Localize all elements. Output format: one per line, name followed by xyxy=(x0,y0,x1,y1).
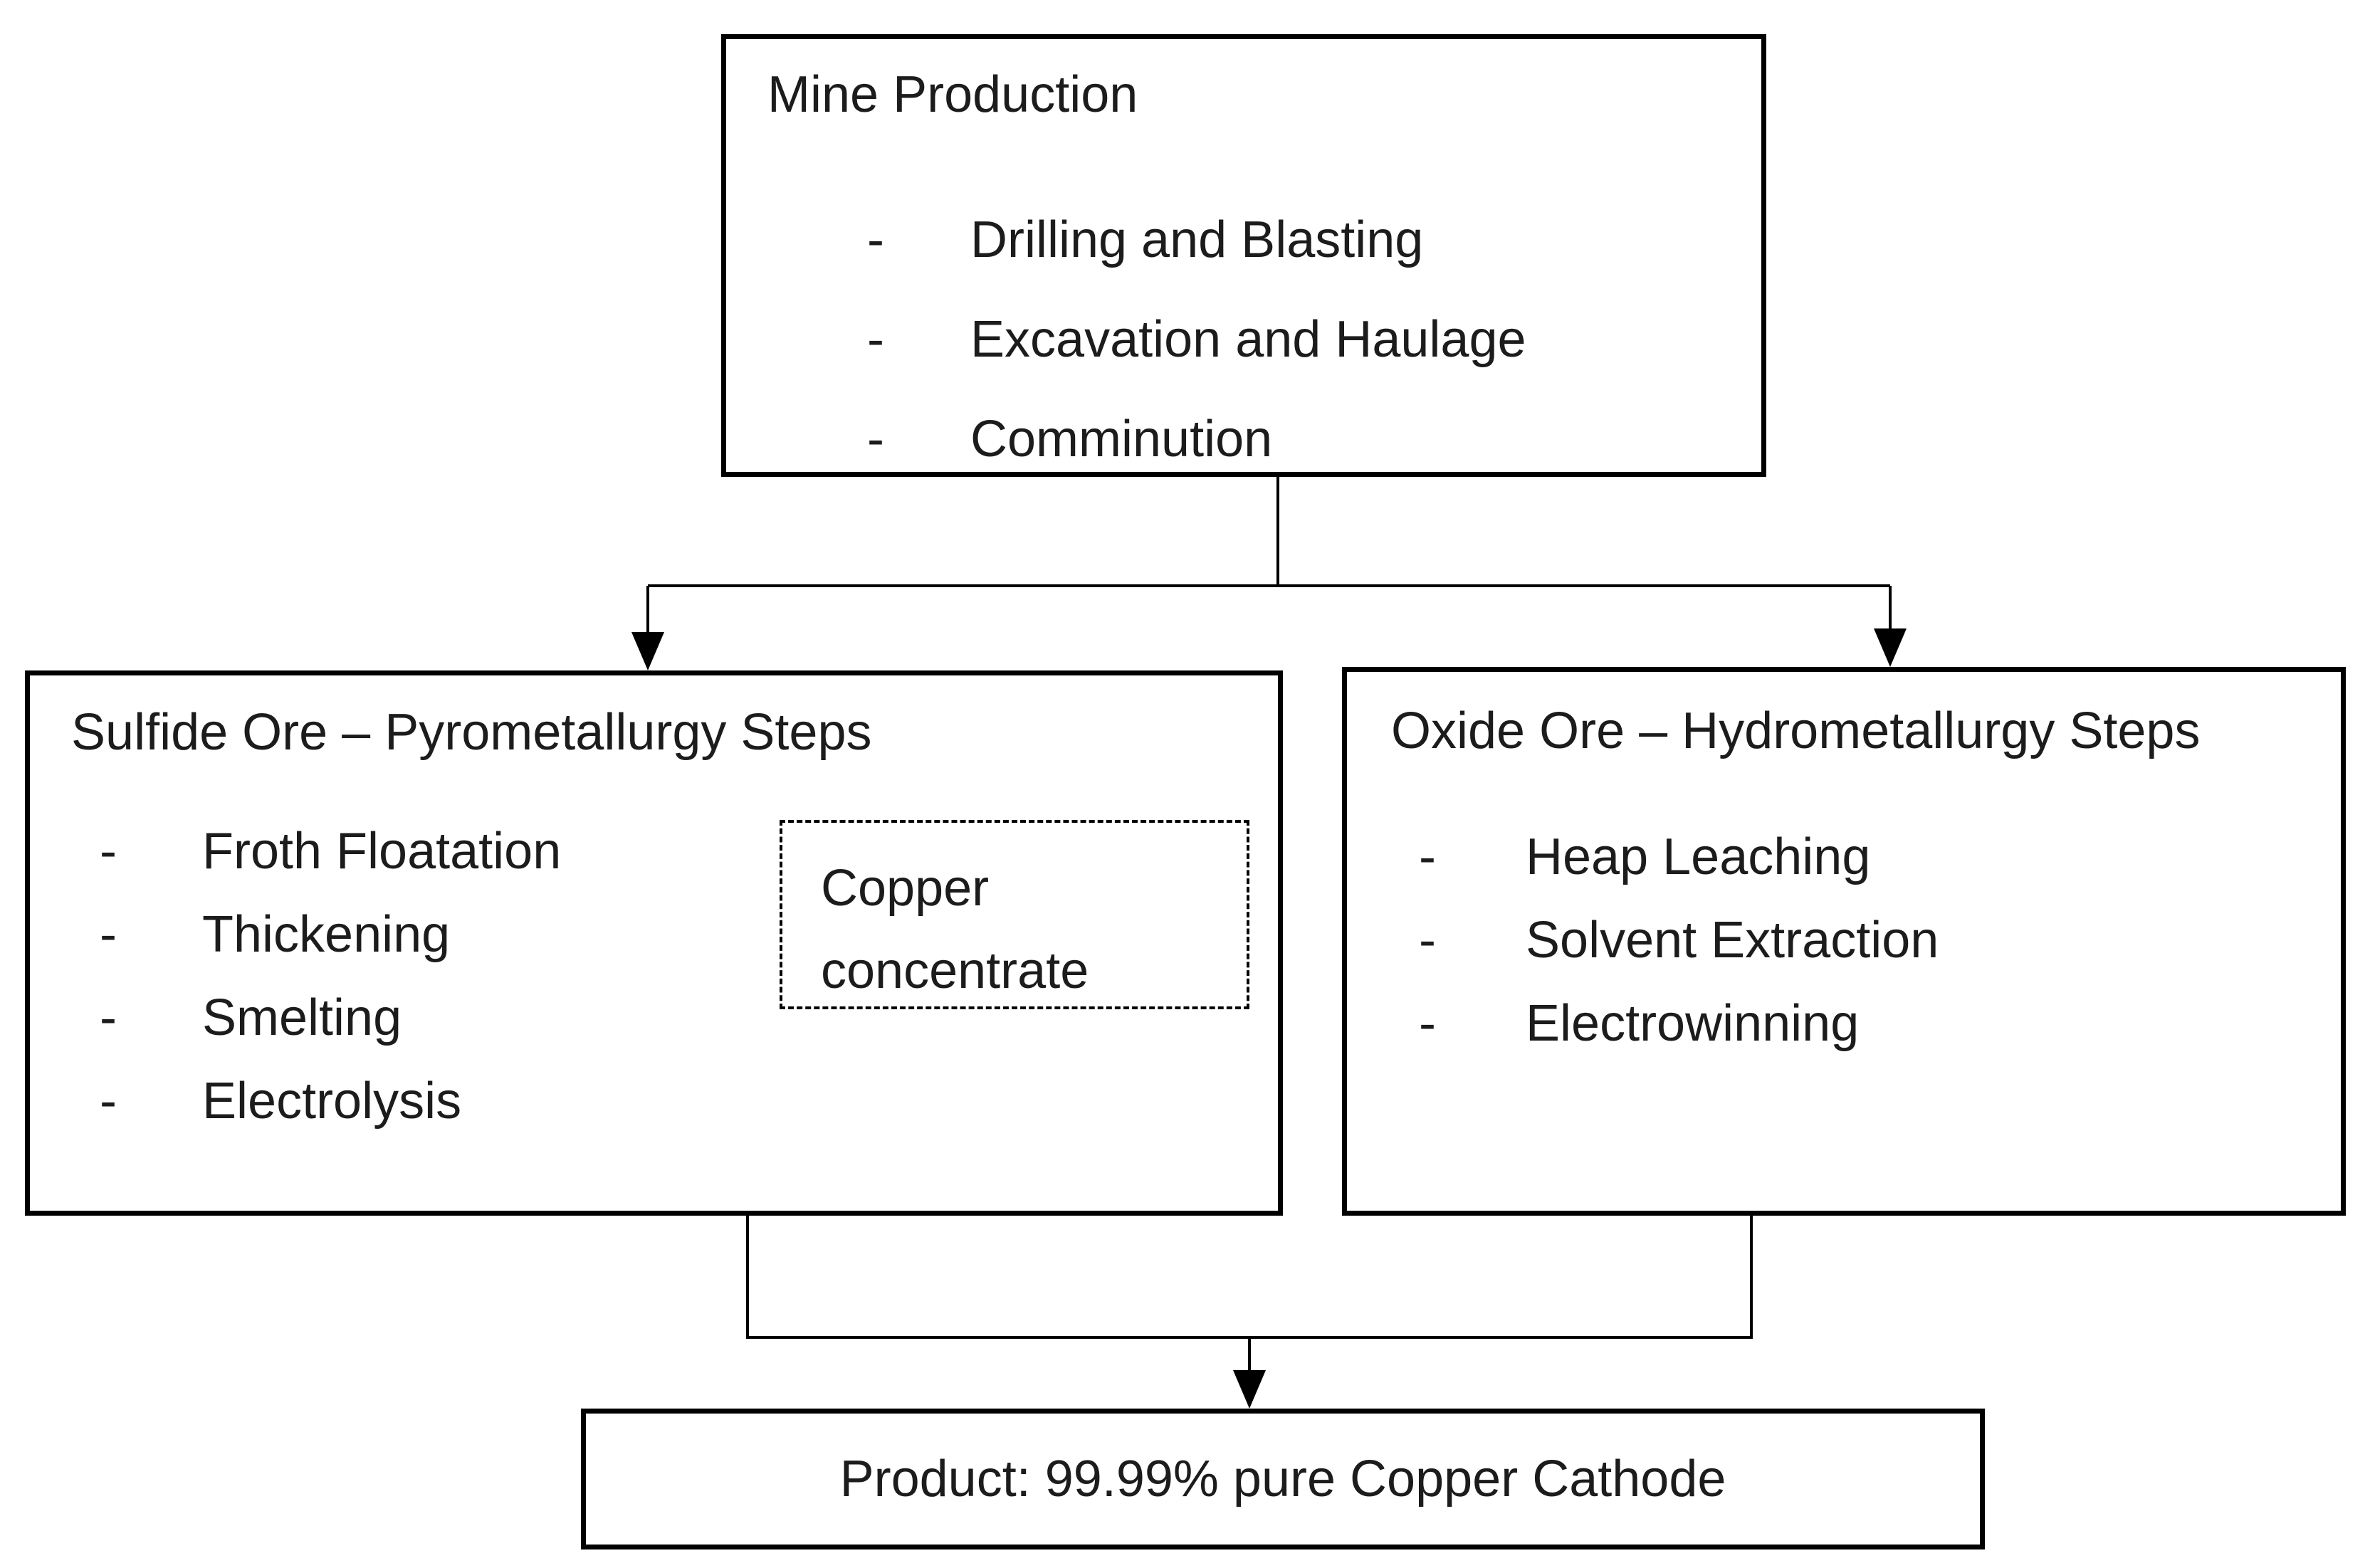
edge-arrow-to-oxide xyxy=(1874,586,1907,667)
bullet-dash: - xyxy=(100,823,117,880)
list-item: - Smelting xyxy=(100,992,402,1043)
bullet-dash: - xyxy=(100,906,117,963)
bullet-dash: - xyxy=(1419,912,1436,969)
list-item: - Drilling and Blasting xyxy=(867,214,1423,265)
list-item-text: Electrowinning xyxy=(1526,995,1860,1052)
edge-mine-split xyxy=(648,475,1890,587)
list-item: - Heap Leaching xyxy=(1419,831,1870,883)
bullet-dash: - xyxy=(1419,828,1436,885)
node-mine-production: Mine Production - Drilling and Blasting -… xyxy=(721,34,1766,477)
arrowhead-icon xyxy=(1233,1370,1266,1409)
list-item: - Thickening xyxy=(100,909,450,960)
node-sulfide-ore-pyrometallurgy: Sulfide Ore – Pyrometallurgy Steps - Frot… xyxy=(25,670,1283,1216)
node-label: Copper concentrate xyxy=(821,847,1089,1012)
list-item: - Electrowinning xyxy=(1419,998,1859,1049)
list-item-text: Froth Floatation xyxy=(202,823,562,880)
node-title: Mine Production xyxy=(767,66,1138,123)
list-item: - Comminution xyxy=(867,414,1272,465)
arrowhead-icon xyxy=(631,632,664,670)
bullet-dash: - xyxy=(867,411,884,468)
node-oxide-ore-hydrometallurgy: Oxide Ore – Hydrometallurgy Steps - Heap … xyxy=(1342,667,2346,1216)
bullet-dash: - xyxy=(867,211,884,268)
node-product: Product: 99.99% pure Copper Cathode xyxy=(581,1409,1985,1549)
list-item-text: Solvent Extraction xyxy=(1526,912,1939,969)
bullet-dash: - xyxy=(100,1073,117,1130)
list-item-text: Excavation and Haulage xyxy=(970,311,1526,368)
edge-merge-to-product xyxy=(746,1216,1753,1409)
label-line: Copper xyxy=(821,860,990,917)
product-label: Product: 99.99% pure Copper Cathode xyxy=(839,1451,1726,1508)
list-item: - Solvent Extraction xyxy=(1419,915,1939,966)
node-title: Oxide Ore – Hydrometallurgy Steps xyxy=(1391,703,2201,759)
arrowhead-icon xyxy=(1874,628,1907,667)
list-item-text: Drilling and Blasting xyxy=(970,211,1424,268)
bullet-dash: - xyxy=(867,311,884,368)
node-copper-concentrate: Copper concentrate xyxy=(780,820,1249,1009)
list-item: - Froth Floatation xyxy=(100,826,561,877)
list-item-text: Heap Leaching xyxy=(1526,828,1871,885)
list-item-text: Comminution xyxy=(970,411,1273,468)
bullet-dash: - xyxy=(1419,995,1436,1052)
list-item-text: Electrolysis xyxy=(202,1073,462,1130)
node-title: Sulfide Ore – Pyrometallurgy Steps xyxy=(71,704,872,761)
list-item: - Excavation and Haulage xyxy=(867,314,1526,365)
bullet-dash: - xyxy=(100,989,117,1046)
label-line: concentrate xyxy=(821,942,1089,999)
list-item: - Electrolysis xyxy=(100,1075,461,1127)
list-item-text: Smelting xyxy=(202,989,402,1046)
edge-arrow-to-sulfide xyxy=(631,586,664,670)
list-item-text: Thickening xyxy=(202,906,451,963)
